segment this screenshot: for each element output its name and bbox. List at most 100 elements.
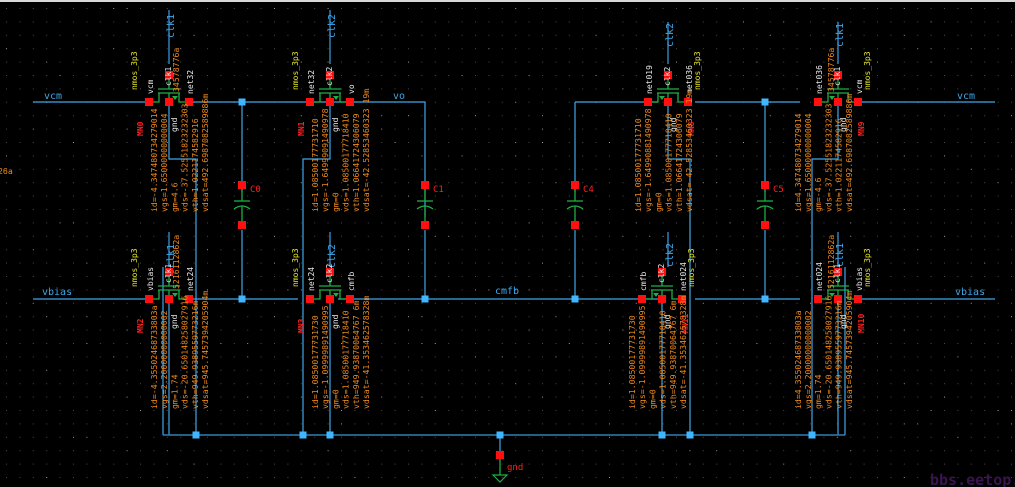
junction-dot [193, 432, 200, 439]
junction-dot [239, 99, 246, 106]
watermark: bbs.eetop.cn [930, 471, 1015, 487]
transistor-mn9[interactable]: nmos_3p3MN9net036clk1vcmgndid=4.34748073… [793, 48, 872, 212]
junction-dot [762, 296, 769, 303]
param-label: 34578776a [826, 48, 836, 92]
devices: gndC0 C1 C4 C5 clk1 clk1 clk2 clk2 clk2 clk2 clk1 c… [130, 14, 872, 482]
param-label: vth=949.9389559773216m [834, 300, 844, 409]
net-label-clk1[interactable]: clk1 [835, 23, 846, 47]
pin [571, 221, 579, 229]
model-label: nmos_3p3 [130, 248, 139, 287]
instance-label: MN9 [857, 121, 866, 136]
instance-label: MN10 [857, 314, 866, 333]
pin [761, 221, 769, 229]
param-label: vdsat=-41.353462578328m [678, 296, 688, 409]
pin-body[interactable] [658, 295, 666, 303]
terminal-label: vbias [146, 267, 155, 291]
instance-label: MN0 [136, 121, 145, 136]
pin [238, 181, 246, 189]
param-label: gm=-4.6 [813, 177, 823, 212]
param-label: vgs=-1.09999891490995 [637, 305, 647, 409]
net-label-vcm-left[interactable]: vcm [44, 91, 62, 102]
model-label: nmos_3p3 [687, 248, 696, 287]
pin-right[interactable] [854, 98, 862, 106]
net-label-clk2[interactable]: clk2 [665, 23, 676, 47]
pin-body[interactable] [834, 98, 842, 106]
param-label: vdsat=-42.52853460323 19m [684, 89, 694, 212]
param-label: vdsat=945.7457394205904m [844, 291, 854, 409]
transistor-mn10[interactable]: nmos_3p3MN10net024clk1vbiasgndid=4.35502… [793, 235, 872, 409]
junction-dot [422, 296, 429, 303]
pin-body[interactable] [165, 295, 173, 303]
junction-dot [497, 432, 504, 439]
junction-dot [809, 432, 816, 439]
pin-left[interactable] [638, 295, 646, 303]
pin-body[interactable] [326, 98, 334, 106]
pin-left[interactable] [814, 98, 822, 106]
param-label: vds=1.08500177718410 [341, 113, 351, 212]
capacitor-label: C0 [250, 185, 261, 195]
pin-left[interactable] [644, 98, 652, 106]
pin-left[interactable] [814, 295, 822, 303]
param-label: gm=0 [330, 192, 340, 212]
ground-icon [493, 475, 507, 482]
pin-body[interactable] [165, 98, 173, 106]
param-label: gm=0 [330, 389, 340, 409]
transistor-mn8[interactable]: nmos_3p3MN8net019clk2net036gndid=1.08500… [633, 51, 702, 212]
terminal-label: gnd [331, 117, 340, 132]
pin-left[interactable] [145, 98, 153, 106]
pin-body[interactable] [664, 98, 672, 106]
param-label: vds=-37.52551823232303 [823, 103, 833, 212]
param-label: vth=1.06641724306079 [351, 113, 361, 212]
capacitor-c5[interactable]: C5 [757, 181, 784, 229]
transistor-mn11[interactable]: nmos_3p3MN11cmfbclk2net024gndid=1.085001… [627, 248, 696, 409]
pin-right[interactable] [854, 295, 862, 303]
instance-label: MN2 [136, 318, 145, 333]
param-label: vgs=-1.64999091490978 [320, 108, 330, 212]
net-label-vbias-left[interactable]: vbias [42, 287, 72, 298]
net-label-vcm-right[interactable]: vcm [957, 91, 975, 102]
instance-label: MN3 [297, 318, 306, 333]
terminal-label: clk2 [663, 67, 672, 86]
terminal-label: clk2 [325, 264, 334, 283]
junction-dot [572, 296, 579, 303]
pin-left[interactable] [145, 295, 153, 303]
net-label-clk1[interactable]: clk1 [166, 14, 177, 38]
terminal-label: clk2 [325, 67, 334, 86]
net-label-vo[interactable]: vo [393, 91, 405, 102]
instance-label: MN1 [297, 121, 306, 136]
junction-dot [659, 432, 666, 439]
pin-right[interactable] [346, 98, 354, 106]
param-label: id=4.347480734279014 [793, 113, 803, 212]
terminal-label: cmfb [347, 272, 356, 291]
pin-left[interactable] [306, 295, 314, 303]
pin [496, 451, 504, 459]
pin [761, 181, 769, 189]
model-label: nmos_3p3 [291, 51, 300, 90]
param-label: vds=-37.52551823232303 [180, 103, 190, 212]
capacitor-c4[interactable]: C4 [567, 181, 594, 229]
junction-dot [762, 99, 769, 106]
param-label: vdsat=-42.52853460323 19m [361, 89, 371, 212]
net-label-cmfb[interactable]: cmfb [495, 286, 519, 297]
transistor-mn0[interactable]: nmos_3p3MN0vcmclk1net32gndid=-4.34748073… [130, 48, 210, 212]
junction-dot [239, 296, 246, 303]
param-label: 34578776a [171, 48, 181, 92]
capacitor-label: C5 [773, 185, 784, 195]
pin-body[interactable] [326, 295, 334, 303]
param-label: vgs=2.20000000000002 [803, 310, 813, 409]
capacitor-c0[interactable]: C0 [234, 181, 261, 229]
terminal-label: vcm [146, 79, 155, 94]
net-label-clk2[interactable]: clk2 [665, 243, 676, 267]
capacitor-c1[interactable]: C1 [417, 181, 444, 229]
param-label: vdsat=-41.353462578328m [361, 296, 371, 409]
param-label: vds=-20.650148258027916 [180, 296, 190, 409]
param-label: vds=1.08500177718410 [664, 113, 674, 212]
net-label-clk1[interactable]: clk1 [835, 243, 846, 267]
junction-dot [327, 432, 334, 439]
param-label: id=1.08500177731730 [310, 315, 320, 409]
pin-left[interactable] [306, 98, 314, 106]
net-label-clk2[interactable]: clk2 [327, 14, 338, 38]
net-label-vbias-right[interactable]: vbias [955, 287, 985, 298]
capacitor-label: C4 [583, 185, 594, 195]
